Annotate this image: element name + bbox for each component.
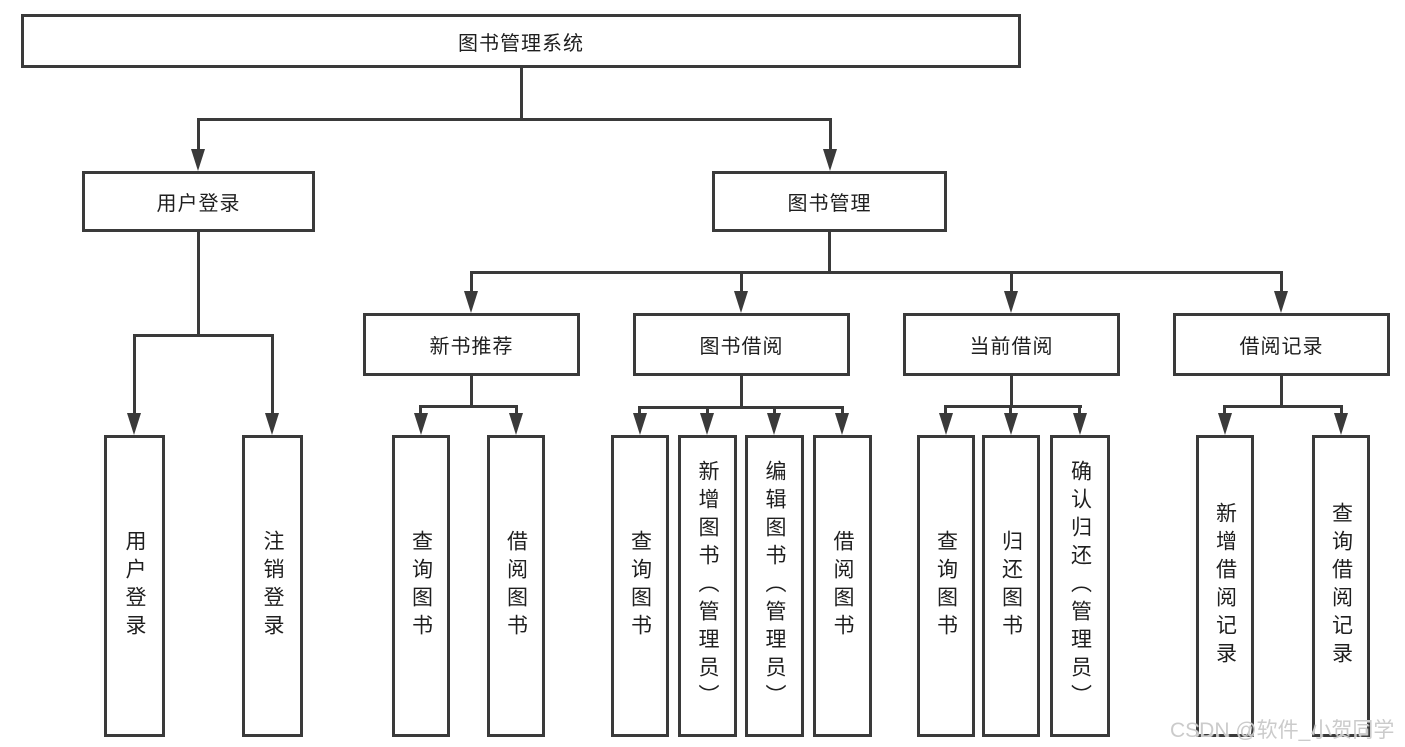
- node-label: 当前借阅: [969, 336, 1054, 358]
- arrow-down-icon: [464, 291, 478, 313]
- connector-line: [1340, 405, 1343, 415]
- connector-line: [1280, 376, 1283, 407]
- node-label: 用户登录: [123, 530, 146, 642]
- node-label: 新增图书（管理员）: [696, 460, 719, 712]
- node-label: 借阅图书: [504, 530, 528, 642]
- leaf-query-borrow-record: 查询借阅记录: [1312, 435, 1370, 737]
- connector-line: [197, 232, 200, 336]
- connector-line: [470, 271, 1283, 274]
- node-label: 借阅记录: [1239, 336, 1324, 358]
- connector-line: [515, 405, 518, 415]
- connector-line: [638, 406, 641, 415]
- connector-line: [1010, 271, 1013, 293]
- connector-line: [470, 271, 473, 293]
- connector-line: [1010, 376, 1013, 407]
- arrow-down-icon: [734, 291, 748, 313]
- arrow-down-icon: [265, 413, 279, 435]
- connector-line: [520, 68, 523, 120]
- connector-line: [740, 376, 743, 408]
- node-library-management-system: 图书管理系统: [21, 14, 1021, 68]
- node-book-borrowing: 图书借阅: [633, 313, 850, 376]
- connector-line: [271, 334, 274, 414]
- connector-line: [944, 405, 1082, 408]
- leaf-edit-books-admin: 编辑图书（管理员）: [745, 435, 804, 737]
- arrow-down-icon: [823, 149, 837, 171]
- node-new-book-recommendation: 新书推荐: [363, 313, 580, 376]
- node-label: 查询图书: [409, 530, 433, 642]
- arrow-down-icon: [835, 413, 849, 435]
- arrow-down-icon: [1004, 413, 1018, 435]
- leaf-return-books: 归还图书: [982, 435, 1040, 737]
- connector-line: [828, 232, 831, 273]
- node-label: 图书借阅: [699, 336, 784, 358]
- leaf-logout: 注销登录: [242, 435, 303, 737]
- node-borrowing-records: 借阅记录: [1173, 313, 1390, 376]
- arrow-down-icon: [414, 413, 428, 435]
- connector-line: [706, 406, 709, 415]
- leaf-query-books-borrowing: 查询图书: [611, 435, 669, 737]
- arrow-down-icon: [1274, 291, 1288, 313]
- arrow-down-icon: [191, 149, 205, 171]
- connector-line: [470, 376, 473, 407]
- node-current-borrowing: 当前借阅: [903, 313, 1120, 376]
- node-label: 编辑图书（管理员）: [763, 460, 786, 712]
- connector-line: [197, 118, 200, 150]
- node-label: 查询借阅记录: [1329, 502, 1353, 670]
- node-label: 查询图书: [934, 530, 958, 642]
- node-label: 确认归还（管理员）: [1068, 460, 1092, 712]
- csdn-watermark: CSDN @软件_小贺同学: [1170, 719, 1395, 742]
- connector-line: [944, 405, 947, 415]
- arrow-down-icon: [509, 413, 523, 435]
- connector-line: [1280, 271, 1283, 293]
- arrow-down-icon: [1073, 413, 1087, 435]
- node-label: 注销登录: [261, 530, 284, 642]
- leaf-add-books-admin: 新增图书（管理员）: [678, 435, 737, 737]
- connector-line: [1223, 405, 1343, 408]
- connector-line: [419, 405, 518, 408]
- leaf-add-borrow-record: 新增借阅记录: [1196, 435, 1254, 737]
- arrow-down-icon: [767, 413, 781, 435]
- connector-line: [1009, 405, 1012, 415]
- connector-line: [638, 406, 844, 409]
- connector-line: [829, 118, 832, 150]
- node-label: 图书管理系统: [458, 32, 584, 55]
- leaf-user-login: 用户登录: [104, 435, 165, 737]
- leaf-query-books-recommend: 查询图书: [392, 435, 450, 737]
- arrow-down-icon: [127, 413, 141, 435]
- leaf-borrow-books-recommend: 借阅图书: [487, 435, 545, 737]
- arrow-down-icon: [633, 413, 647, 435]
- arrow-down-icon: [700, 413, 714, 435]
- connector-line: [197, 118, 832, 121]
- node-user-login: 用户登录: [82, 171, 315, 232]
- leaf-query-books-current: 查询图书: [917, 435, 975, 737]
- connector-line: [1223, 405, 1226, 415]
- node-label: 借阅图书: [831, 530, 854, 642]
- connector-line: [1078, 405, 1081, 415]
- leaf-borrow-books: 借阅图书: [813, 435, 872, 737]
- node-label: 新增借阅记录: [1213, 502, 1237, 670]
- connector-line: [841, 406, 844, 415]
- connector-line: [419, 405, 422, 415]
- node-label: 归还图书: [999, 530, 1023, 642]
- node-book-management: 图书管理: [712, 171, 947, 232]
- connector-line: [740, 271, 743, 293]
- connector-line: [133, 334, 274, 337]
- connector-line: [133, 334, 136, 414]
- node-label: 用户登录: [156, 193, 241, 215]
- arrow-down-icon: [1004, 291, 1018, 313]
- arrow-down-icon: [1218, 413, 1232, 435]
- connector-line: [773, 406, 776, 415]
- node-label: 图书管理: [787, 193, 872, 215]
- arrow-down-icon: [939, 413, 953, 435]
- node-label: 查询图书: [628, 530, 652, 642]
- arrow-down-icon: [1334, 413, 1348, 435]
- leaf-confirm-return-admin: 确认归还（管理员）: [1050, 435, 1110, 737]
- node-label: 新书推荐: [429, 336, 514, 358]
